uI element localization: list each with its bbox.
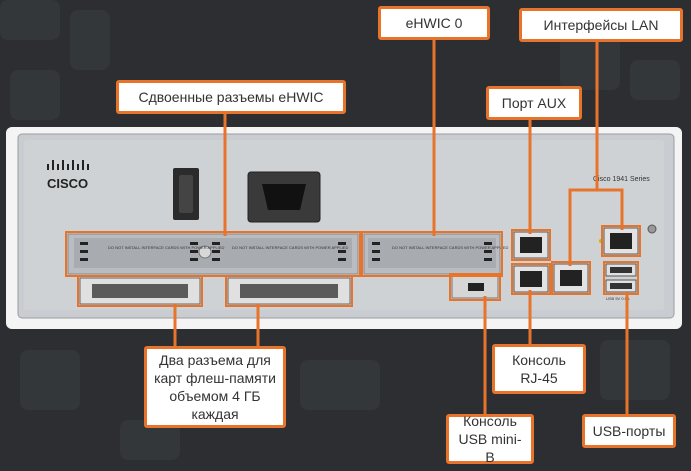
ehwic-thumbscrew (198, 245, 212, 259)
leader-highlights (65, 225, 641, 307)
highlight-flash-0 (77, 275, 203, 307)
lan-port-0-opening (560, 270, 582, 286)
callout-usb-ports: USB-порты (582, 414, 676, 448)
power-inlet-socket (262, 184, 306, 210)
power-switch-rocker (179, 175, 193, 213)
callout-flash: Два разъема для карт флеш-памяти объемом… (144, 346, 286, 428)
highlight-flash-1 (225, 275, 353, 307)
lan-port-1-opening (610, 233, 632, 249)
brand-text: CISCO (47, 176, 88, 191)
callout-lan: Интерфейсы LAN (519, 8, 683, 42)
dual-ehwic-warning-left: DO NOT INSTALL INTERFACE CARDS WITH POWE… (108, 245, 225, 250)
ehwic0-screws (372, 242, 492, 261)
usb-mini-b-opening (468, 283, 484, 291)
highlight-ehwic0 (361, 231, 503, 277)
ehwic0-warning: DO NOT INSTALL INTERFACE CARDS WITH POWE… (392, 245, 509, 250)
callout-dual-ehwic: Сдвоенные разъемы eHWIC (116, 80, 346, 114)
highlight-dual-ehwic (65, 231, 361, 277)
callout-rj45: Консоль RJ-45 (492, 344, 586, 394)
ehwic0-cover (368, 238, 496, 268)
cisco-logo (47, 160, 89, 170)
flash-slot-0-opening (92, 284, 188, 298)
dual-ehwic-warning-right: DO NOT INSTALL INTERFACE CARDS WITH POWE… (232, 245, 349, 250)
highlight-usb (603, 261, 639, 295)
leader-lan-b (597, 188, 624, 230)
leader-lan-a (568, 40, 599, 266)
usb-port-0-opening (610, 267, 632, 273)
highlight-lan-0 (551, 261, 591, 295)
usb-port-label: USB 5V 0.5A (606, 296, 630, 301)
rj45-console-opening (520, 271, 542, 287)
callout-usb-mini: Консоль USB mini-B (446, 413, 534, 465)
highlight-rj45 (511, 263, 551, 295)
ground-screw (647, 224, 657, 234)
aux-port-opening (520, 237, 542, 253)
usb-port-1-opening (610, 283, 632, 289)
highlight-aux (511, 229, 551, 261)
leader-lines (173, 40, 629, 416)
lan-port-1[interactable] (603, 227, 639, 255)
callout-aux: Порт AUX (486, 86, 582, 120)
flash-slot-1-opening (240, 284, 338, 298)
callout-ehwic0: eHWIC 0 (378, 6, 490, 40)
dual-ehwic-screws (80, 242, 346, 261)
model-label: Cisco 1941 Series (593, 176, 650, 183)
highlight-usb-mini (449, 273, 501, 301)
highlight-lan-1 (601, 225, 641, 257)
